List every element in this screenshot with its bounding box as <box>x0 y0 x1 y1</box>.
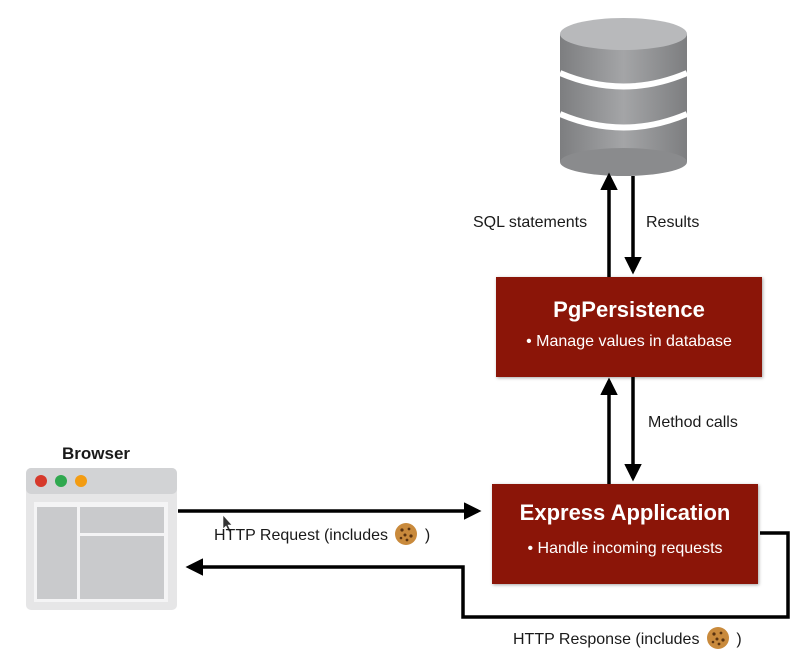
pg-persistence-bullet: • Manage values in database <box>526 333 732 350</box>
http-response-label: HTTP Response (includes ) <box>513 626 742 650</box>
http-response-text: HTTP Response (includes <box>513 631 700 648</box>
cookie-icon <box>395 523 418 545</box>
http-request-label: HTTP Request (includes ) <box>214 522 430 546</box>
browser-window-icon <box>26 468 177 610</box>
minimize-dot-icon <box>75 475 87 487</box>
database-cylinder-icon <box>558 18 689 176</box>
express-application-title: Express Application <box>519 500 731 525</box>
cookie-icon <box>706 627 729 649</box>
express-application-bullet: • Handle incoming requests <box>527 540 723 557</box>
http-response-paren: ) <box>736 631 742 648</box>
sql-statements-label: SQL statements <box>473 214 588 231</box>
mouse-cursor-icon <box>222 514 233 533</box>
http-request-paren: ) <box>424 527 431 544</box>
browser-label: Browser <box>62 444 131 463</box>
express-application-box: Express Application • Handle incoming re… <box>492 484 758 584</box>
results-label: Results <box>646 214 700 231</box>
maximize-dot-icon <box>55 475 67 487</box>
method-calls-label: Method calls <box>648 414 738 431</box>
pg-persistence-box: PgPersistence • Manage values in databas… <box>496 277 762 377</box>
close-dot-icon <box>35 475 47 487</box>
http-response-arrow <box>185 531 790 619</box>
pg-persistence-title: PgPersistence <box>553 297 705 322</box>
http-request-text: HTTP Request (includes <box>214 527 388 544</box>
